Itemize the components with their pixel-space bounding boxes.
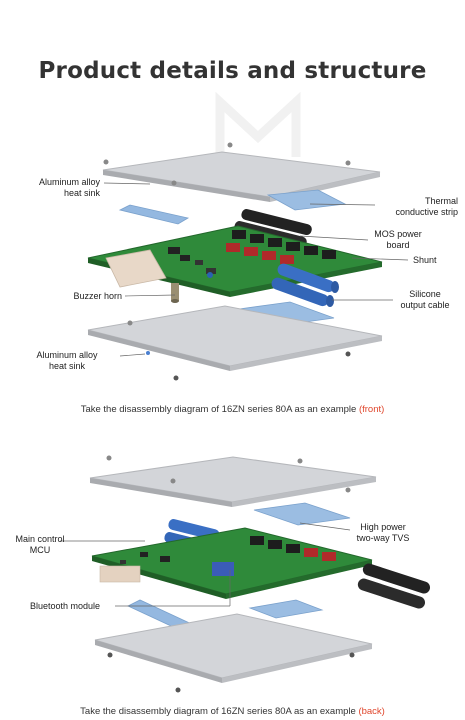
label-bluetooth: Bluetooth module <box>30 601 101 611</box>
front-top-heat-sink <box>102 142 381 202</box>
label-thermal-strip: Thermal conductive strip <box>395 196 458 217</box>
label-high-power-tvs: High power two-way TVS <box>356 522 410 543</box>
label-silicone-cable: Silicone output cable <box>400 289 450 310</box>
label-mos-board: MOS power board <box>374 229 422 250</box>
label-front-top-heat-sink: Aluminum alloy heat sink <box>38 177 100 198</box>
front-thermal-strip-left <box>118 204 190 225</box>
front-leader-lines <box>103 182 409 357</box>
label-shunt: Shunt <box>413 255 437 265</box>
front-buzzer-horn <box>171 283 179 303</box>
front-bottom-heat-sink <box>87 305 383 381</box>
label-buzzer: Buzzer horn <box>73 291 122 301</box>
front-silicone-cables <box>271 263 339 307</box>
label-main-mcu: Main control MCU <box>15 534 65 555</box>
front-thermal-strip <box>266 189 347 211</box>
logo-watermark <box>215 92 301 157</box>
label-front-bottom-heat-sink: Aluminum alloy heat sink <box>36 350 98 371</box>
back-caption: Take the disassembly diagram of 16ZN ser… <box>80 706 385 717</box>
page-title: Product details and structure <box>38 58 427 84</box>
front-caption: Take the disassembly diagram of 16ZN ser… <box>80 404 385 415</box>
